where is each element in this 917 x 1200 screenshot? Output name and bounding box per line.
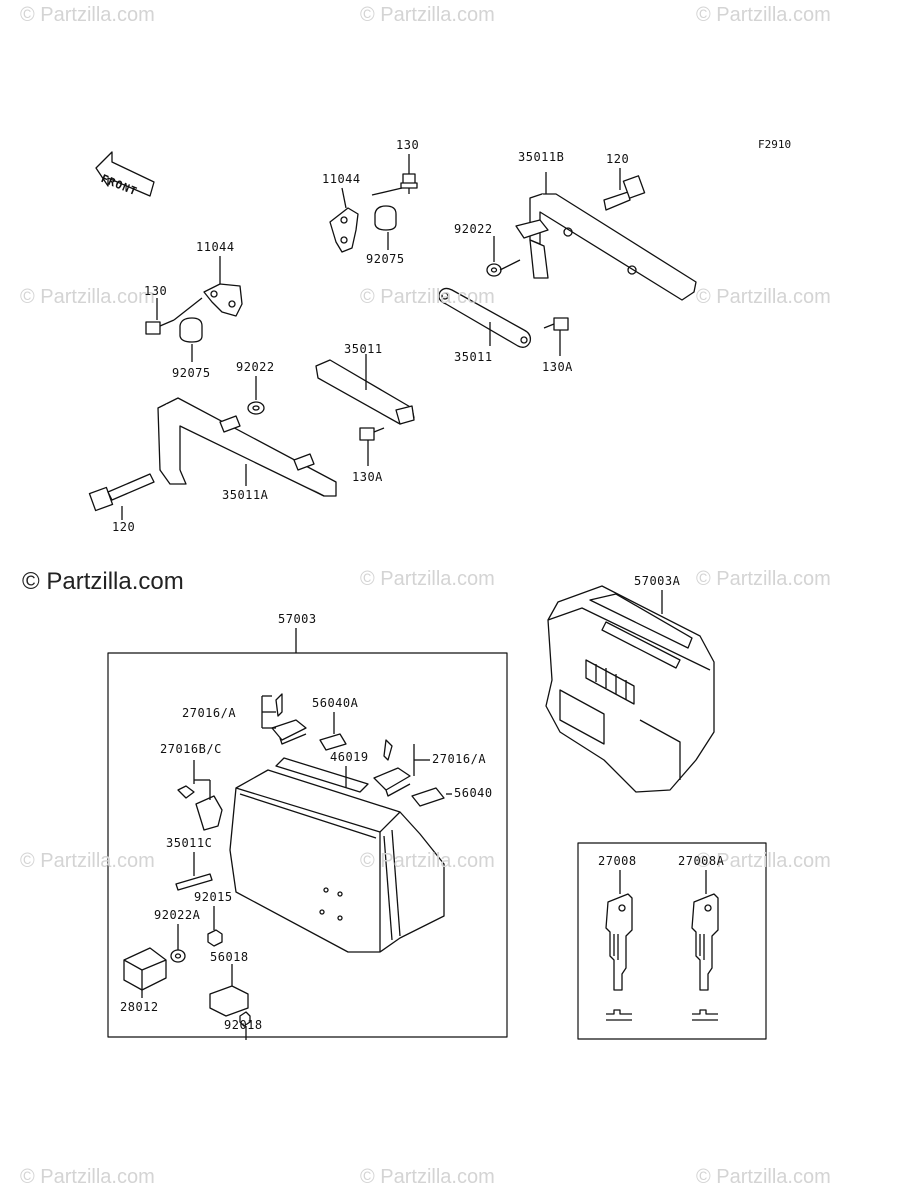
part-label-130-top: 130 <box>396 138 420 152</box>
bolt-130A-right <box>543 317 569 356</box>
rail-35011B <box>515 172 697 301</box>
part-label-120-bottom: 120 <box>112 520 136 534</box>
part-label-35011C: 35011C <box>166 836 213 850</box>
plate-35011C <box>175 852 213 891</box>
latch-27016A-right <box>373 739 430 797</box>
keys-box <box>577 842 767 1040</box>
watermark: © Partzilla.com <box>360 850 495 872</box>
watermark: © Partzilla.com <box>696 568 831 590</box>
part-label-27008: 27008 <box>598 854 637 868</box>
part-label-57003: 57003 <box>278 612 317 626</box>
pad-56040A <box>319 712 347 751</box>
washer-92022A <box>170 924 186 963</box>
damper-92075-top <box>374 205 397 250</box>
latch-27016A-left <box>261 693 307 745</box>
rail-35011-right <box>438 287 532 348</box>
watermark: © Partzilla.com <box>20 286 155 308</box>
part-label-92022-top: 92022 <box>454 222 493 236</box>
bolt-130-left <box>145 297 203 335</box>
saddlebag-46019 <box>229 757 445 953</box>
watermark: © Partzilla.com <box>696 4 831 26</box>
part-label-92018: 92018 <box>224 1018 263 1032</box>
watermark: © Partzilla.com <box>20 850 155 872</box>
part-label-92015: 92015 <box>194 890 233 904</box>
watermark: © Partzilla.com <box>696 286 831 308</box>
part-label-35011-right: 35011 <box>454 350 493 364</box>
latch-27016BC <box>177 760 223 831</box>
part-label-35011A: 35011A <box>222 488 269 502</box>
watermark-main: © Partzilla.com <box>22 568 184 595</box>
part-label-130A-right: 130A <box>542 360 573 374</box>
watermark: © Partzilla.com <box>360 286 495 308</box>
watermark: © Partzilla.com <box>360 568 495 590</box>
bracket-11044-top <box>329 187 359 253</box>
part-label-35011B: 35011B <box>518 150 565 164</box>
part-label-56040: 56040 <box>454 786 493 800</box>
watermark: © Partzilla.com <box>696 850 831 872</box>
nut-92018 <box>239 1011 251 1040</box>
bolt-120-top <box>603 168 646 211</box>
part-label-92075-top: 92075 <box>366 252 405 266</box>
rail-35011A <box>157 397 337 497</box>
part-label-27016A-right: 27016/A <box>432 752 487 766</box>
part-label-27008A: 27008A <box>678 854 725 868</box>
part-label-130-left: 130 <box>144 284 168 298</box>
part-label-27016BC: 27016B/C <box>160 742 222 756</box>
watermark: © Partzilla.com <box>20 4 155 26</box>
watermark: © Partzilla.com <box>360 4 495 26</box>
watermark: © Partzilla.com <box>20 1166 155 1188</box>
damper-92075-left <box>179 317 203 362</box>
key-27008A <box>691 870 719 1021</box>
part-label-35011-mid: 35011 <box>344 342 383 356</box>
diagram-id: F2910 <box>758 138 792 151</box>
rail-35011-mid <box>315 354 415 425</box>
washer-92022-top <box>486 236 521 277</box>
pad-56018 <box>209 964 249 1017</box>
part-label-57003A: 57003A <box>634 574 681 588</box>
washer-92022-mid <box>247 376 265 415</box>
watermark: © Partzilla.com <box>696 1166 831 1188</box>
assembly-box-57003 <box>107 652 508 1038</box>
part-label-92022-mid: 92022 <box>236 360 275 374</box>
nut-92015 <box>207 906 223 947</box>
front-arrow-icon <box>95 151 155 197</box>
part-label-28012: 28012 <box>120 1000 159 1014</box>
part-label-11044-left: 11044 <box>196 240 235 254</box>
bolt-130-top <box>371 154 418 196</box>
part-label-27016A-left: 27016/A <box>182 706 237 720</box>
watermark: © Partzilla.com <box>360 1166 495 1188</box>
reflector-28012 <box>123 947 167 998</box>
part-label-46019: 46019 <box>330 750 369 764</box>
bolt-130A-mid <box>359 427 385 466</box>
part-label-92022A: 92022A <box>154 908 201 922</box>
part-label-92075-left: 92075 <box>172 366 211 380</box>
bolt-120-bottom <box>88 473 155 520</box>
saddlebag-57003A <box>545 585 715 793</box>
part-label-130A-mid: 130A <box>352 470 383 484</box>
bracket-11044-left <box>203 256 243 317</box>
key-27008 <box>605 870 633 1021</box>
part-label-11044-top: 11044 <box>322 172 361 186</box>
pad-56040 <box>411 787 452 807</box>
part-label-56018: 56018 <box>210 950 249 964</box>
part-label-56040A: 56040A <box>312 696 359 710</box>
part-label-120-top: 120 <box>606 152 630 166</box>
